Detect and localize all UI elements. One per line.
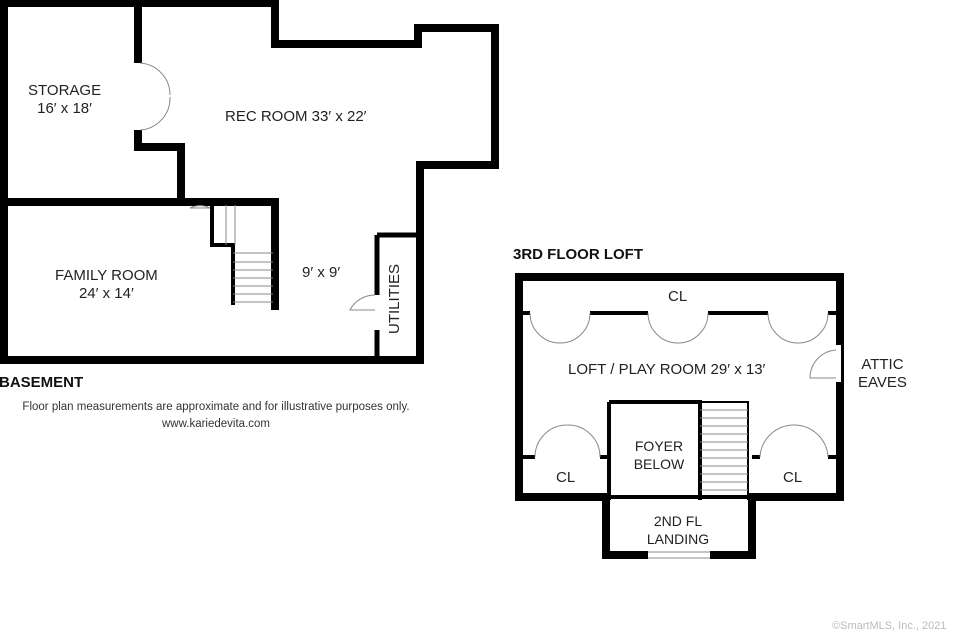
- website: www.kariedevita.com: [161, 418, 270, 430]
- closet-top-label: CL: [668, 288, 688, 305]
- utilities-label: UTILITIES: [386, 263, 403, 334]
- loft-doors-stairs: [529, 312, 837, 559]
- closet-left-label: CL: [556, 469, 576, 486]
- basement-title: BASEMENT: [0, 374, 84, 391]
- disclaimer: Floor plan measurements are approximate …: [22, 401, 410, 413]
- basement-walls: [0, 0, 499, 364]
- loft-closet-walls: [522, 311, 841, 459]
- closet-right-label: CL: [783, 469, 803, 486]
- loft-room-label: LOFT / PLAY ROOM 29′ x 13′: [568, 361, 766, 378]
- rec-room-label: REC ROOM 33′ x 22′: [225, 108, 367, 125]
- small-room-label: 9′ x 9′: [302, 264, 341, 281]
- loft-title: 3RD FLOOR LOFT: [513, 246, 643, 263]
- watermark: ©SmartMLS, Inc., 2021: [832, 620, 947, 632]
- basement-doors-stairs: [139, 62, 376, 311]
